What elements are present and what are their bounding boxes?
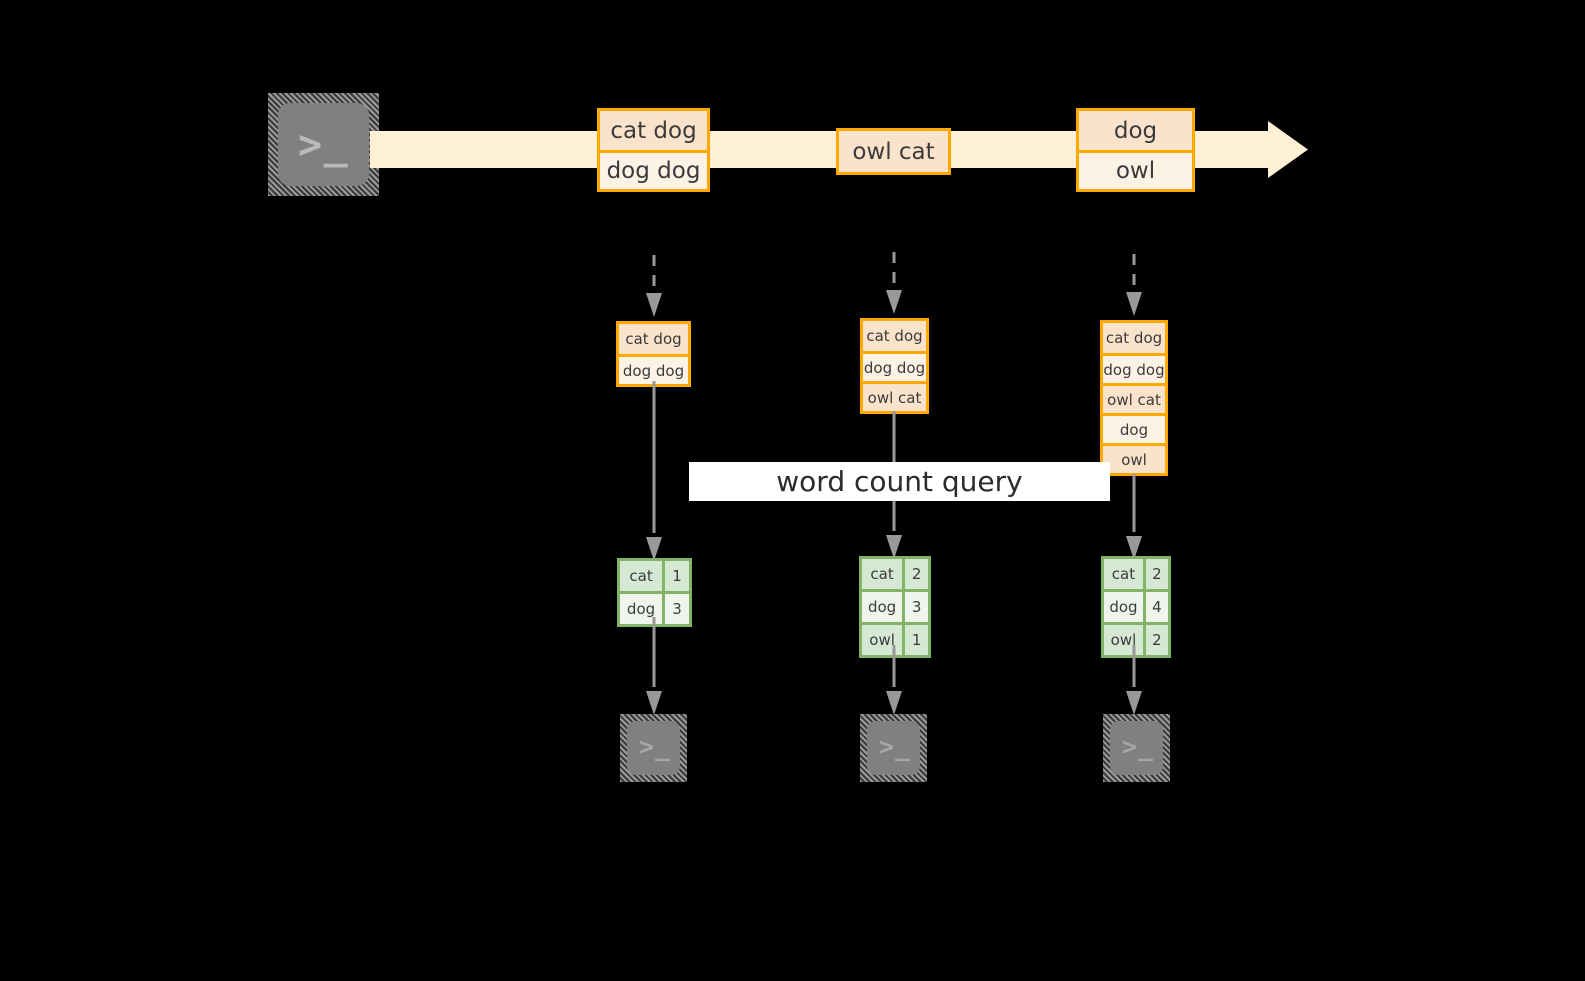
table-row: dog 3 [620,591,689,624]
terminal-body: >_ [1110,721,1163,775]
result-table-3[interactable]: cat 2 dog 4 owl 2 [1101,556,1171,658]
state-line: dog [1103,413,1165,443]
state-line: dog dog [1103,353,1165,383]
connector-state-to-result-1 [646,381,662,561]
result-word: dog [620,594,666,624]
sink-terminal-icon-3: >_ [1103,714,1170,782]
table-row: cat 1 [620,561,689,591]
table-row: dog 4 [1104,589,1168,622]
table-row: dog 3 [862,589,928,622]
accumulated-state-box-1[interactable]: cat dog dog dog [616,321,691,387]
result-word: owl [862,625,906,655]
stream-event-line: cat dog [600,111,707,150]
result-count: 2 [1145,559,1168,589]
result-word: cat [1104,559,1146,589]
stream-event-box-1[interactable]: cat dog dog dog [597,108,710,192]
state-line: dog dog [619,354,688,384]
source-terminal-icon: >_ [268,93,379,196]
query-label-text: word count query [776,465,1023,498]
table-row: owl 1 [862,622,928,655]
connector-state-to-result-3 [1126,474,1142,560]
terminal-prompt-glyph: >_ [298,122,350,168]
connector-result-to-sink-3 [1126,645,1142,715]
table-row: cat 2 [862,559,928,589]
table-row: cat 2 [1104,559,1168,589]
result-word: dog [862,592,906,622]
stream-event-line: owl cat [839,131,948,172]
sink-terminal-icon-1: >_ [620,714,687,782]
connector-result-to-sink-1 [646,617,662,715]
connector-result-to-sink-2 [886,645,902,715]
result-count: 1 [905,625,928,655]
stream-event-line: dog [1079,111,1192,150]
result-count: 2 [1145,625,1168,655]
state-line: owl [1103,443,1165,473]
result-count: 4 [1145,592,1168,622]
connector-stream-to-state-3 [1126,254,1142,320]
terminal-body: >_ [627,721,680,775]
state-line: cat dog [1103,323,1165,353]
state-line: owl cat [863,381,926,411]
connector-stream-to-state-1 [646,255,662,321]
state-line: cat dog [619,324,688,354]
result-count: 2 [905,559,928,589]
terminal-prompt-glyph: >_ [1122,732,1155,761]
terminal-body: >_ [278,103,369,186]
result-count: 1 [665,561,689,591]
state-line: cat dog [863,321,926,351]
terminal-prompt-glyph: >_ [879,732,912,761]
state-line: owl cat [1103,383,1165,413]
terminal-body: >_ [867,721,920,775]
terminal-prompt-glyph: >_ [639,732,672,761]
result-word: owl [1104,625,1146,655]
accumulated-state-box-2[interactable]: cat dog dog dog owl cat [860,318,929,414]
sink-terminal-icon-2: >_ [860,714,927,782]
stream-event-box-3[interactable]: dog owl [1076,108,1195,192]
query-label-band: word count query [689,462,1110,501]
connector-stream-to-state-2 [886,252,902,318]
accumulated-state-box-3[interactable]: cat dog dog dog owl cat dog owl [1100,320,1168,476]
result-count: 3 [665,594,689,624]
stream-event-line: owl [1079,150,1192,189]
result-table-1[interactable]: cat 1 dog 3 [617,558,692,627]
result-word: dog [1104,592,1146,622]
stream-event-line: dog dog [600,150,707,189]
result-count: 3 [905,592,928,622]
result-word: cat [862,559,906,589]
table-row: owl 2 [1104,622,1168,655]
state-line: dog dog [863,351,926,381]
result-word: cat [620,561,666,591]
stream-event-box-2[interactable]: owl cat [836,128,951,175]
result-table-2[interactable]: cat 2 dog 3 owl 1 [859,556,931,658]
